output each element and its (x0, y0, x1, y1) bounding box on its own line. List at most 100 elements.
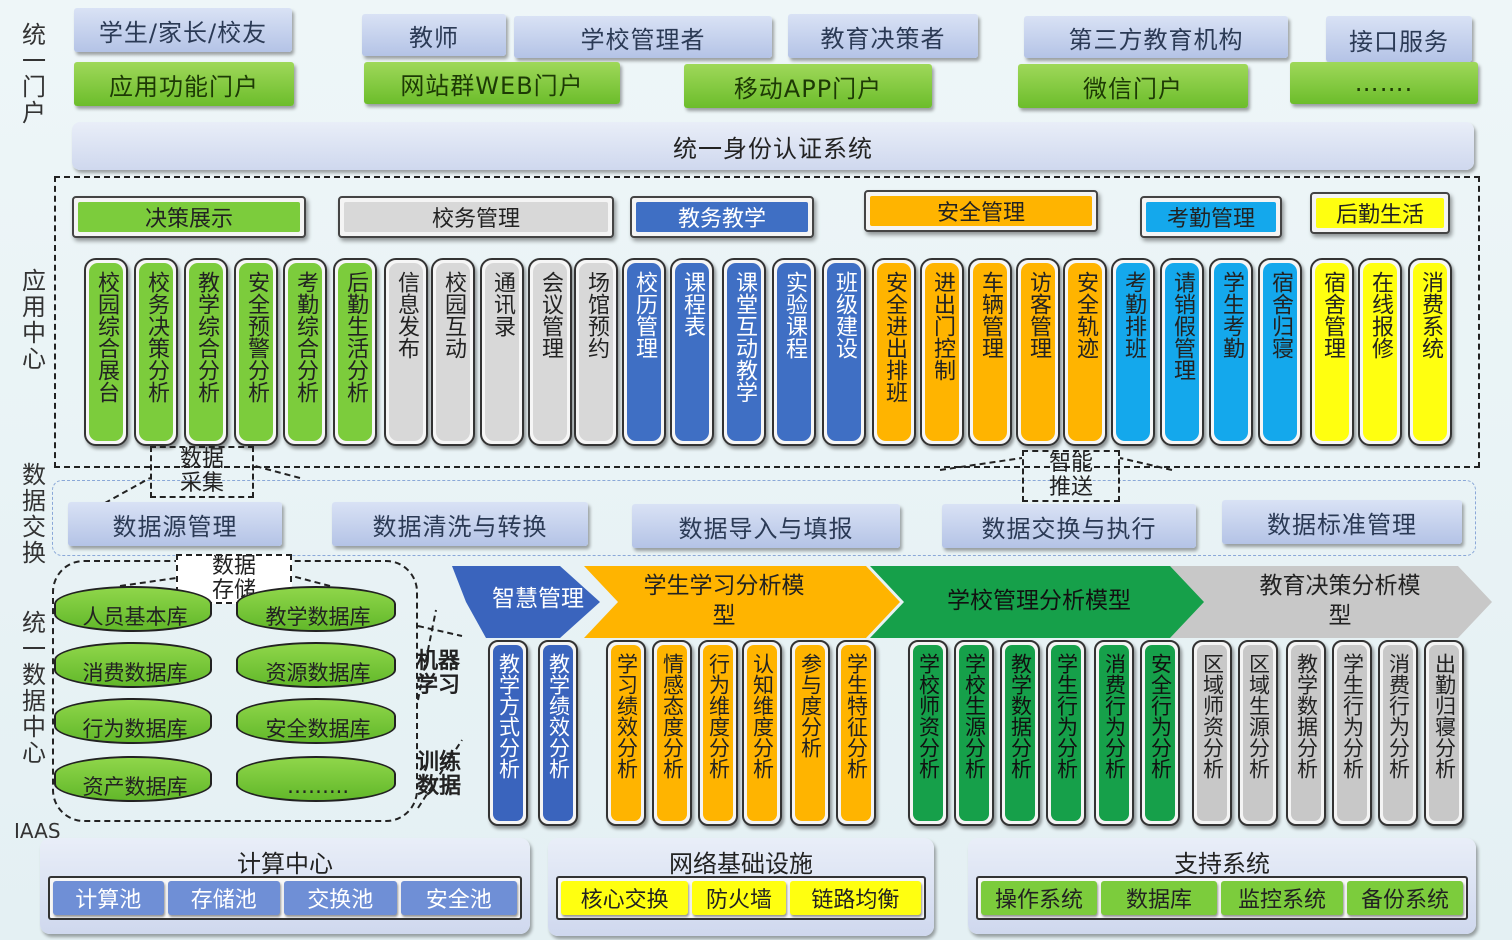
model-item-2-3[interactable]: 行为维度分析 (698, 640, 738, 826)
app-column-13[interactable]: 课程表 (670, 258, 714, 446)
model-item-label: 学校生源分析 (959, 645, 989, 821)
database-6[interactable]: 安全数据库 (236, 698, 396, 744)
portal-channel-app[interactable]: 应用功能门户 (74, 62, 294, 106)
model-arrow-3[interactable] (870, 566, 1212, 638)
model-arrow-1[interactable] (452, 566, 600, 638)
portal-channel-web[interactable]: 网站群WEB门户 (364, 62, 620, 104)
app-column-26[interactable]: 宿舍管理 (1310, 258, 1354, 446)
database-2[interactable]: 教学数据库 (236, 586, 396, 632)
model-item-4-4[interactable]: 学生行为分析 (1332, 640, 1372, 826)
app-column-1[interactable]: 校园综合展台 (84, 258, 128, 446)
app-column-28[interactable]: 消费系统 (1408, 258, 1452, 446)
model-item-4-1[interactable]: 区域师资分析 (1192, 640, 1232, 826)
app-column-5[interactable]: 考勤综合分析 (283, 258, 327, 446)
exchange-source-mgmt[interactable]: 数据源管理 (68, 502, 282, 546)
app-column-17[interactable]: 安全进出排班 (872, 258, 916, 446)
app-column-7[interactable]: 信息发布 (384, 258, 428, 446)
app-column-6[interactable]: 后勤生活分析 (333, 258, 377, 446)
app-column-23[interactable]: 请销假管理 (1160, 258, 1204, 446)
app-column-4[interactable]: 安全预警分析 (234, 258, 278, 446)
model-arrow-2[interactable] (584, 566, 900, 638)
model-item-3-6[interactable]: 安全行为分析 (1140, 640, 1180, 826)
model-item-2-2[interactable]: 情感态度分析 (652, 640, 692, 826)
app-column-10[interactable]: 会议管理 (528, 258, 572, 446)
model-item-3-5[interactable]: 消费行为分析 (1094, 640, 1134, 826)
iaas-group-2[interactable]: 网络基础设施核心交换防火墙链路均衡 (548, 838, 934, 936)
iaas-item-3-3[interactable]: 监控系统 (1221, 881, 1343, 915)
model-arrow-4[interactable] (1170, 566, 1492, 638)
app-category-3[interactable]: 教务教学 (630, 196, 814, 238)
database-8[interactable]: ……... (236, 756, 396, 802)
iaas-item-3-4[interactable]: 备份系统 (1347, 881, 1463, 915)
app-category-6[interactable]: 后勤生活 (1310, 192, 1450, 234)
app-category-4[interactable]: 安全管理 (864, 190, 1098, 232)
iaas-item-1-2[interactable]: 存储池 (167, 881, 280, 915)
app-column-22[interactable]: 考勤排班 (1111, 258, 1155, 446)
app-column-27[interactable]: 在线报修 (1358, 258, 1402, 446)
model-item-2-6[interactable]: 学生特征分析 (836, 640, 876, 826)
iaas-item-1-1[interactable]: 计算池 (53, 881, 164, 915)
app-column-3[interactable]: 教学综合分析 (184, 258, 228, 446)
exchange-cleaning[interactable]: 数据清洗与转换 (332, 502, 588, 546)
portal-channel-wechat[interactable]: 微信门户 (1018, 64, 1248, 108)
app-column-16[interactable]: 班级建设 (822, 258, 866, 446)
unified-auth-system[interactable]: 统一身份认证系统 (72, 122, 1474, 170)
app-column-25[interactable]: 宿舍归寝 (1258, 258, 1302, 446)
model-item-2-5[interactable]: 参与度分析 (790, 640, 830, 826)
app-category-2[interactable]: 校务管理 (338, 196, 614, 238)
app-column-2[interactable]: 校务决策分析 (134, 258, 178, 446)
app-column-21[interactable]: 安全轨迹 (1063, 258, 1107, 446)
database-3[interactable]: 消费数据库 (54, 642, 212, 688)
database-5[interactable]: 行为数据库 (54, 698, 212, 744)
portal-user-third-party[interactable]: 第三方教育机构 (1024, 16, 1288, 58)
app-column-18[interactable]: 进出门控制 (920, 258, 964, 446)
exchange-standards[interactable]: 数据标准管理 (1222, 500, 1462, 544)
app-column-14[interactable]: 课堂互动教学 (722, 258, 766, 446)
app-column-11[interactable]: 场馆预约 (574, 258, 618, 446)
iaas-group-1[interactable]: 计算中心计算池存储池交换池安全池 (40, 838, 530, 934)
app-column-19[interactable]: 车辆管理 (968, 258, 1012, 446)
portal-user-edu-decision[interactable]: 教育决策者 (788, 14, 978, 58)
app-column-label: 安全进出排班 (877, 263, 911, 441)
portal-user-students[interactable]: 学生/家长/校友 (74, 8, 292, 52)
model-item-1-1[interactable]: 教学方式分析 (488, 640, 528, 826)
database-1[interactable]: 人员基本库 (54, 586, 212, 632)
model-item-2-1[interactable]: 学习绩效分析 (606, 640, 646, 826)
iaas-item-3-2[interactable]: 数据库 (1101, 881, 1217, 915)
iaas-item-1-3[interactable]: 交换池 (284, 881, 397, 915)
exchange-execute[interactable]: 数据交换与执行 (942, 504, 1196, 548)
app-column-9[interactable]: 通讯录 (480, 258, 524, 446)
iaas-item-1-4[interactable]: 安全池 (400, 881, 517, 915)
portal-user-teachers[interactable]: 教师 (362, 14, 506, 56)
model-item-2-4[interactable]: 认知维度分析 (742, 640, 782, 826)
iaas-item-2-2[interactable]: 防火墙 (692, 881, 786, 915)
model-item-3-1[interactable]: 学校师资分析 (908, 640, 948, 826)
database-7[interactable]: 资产数据库 (54, 756, 212, 802)
side-label-portal: 统一门户 (22, 21, 46, 127)
app-column-12[interactable]: 校历管理 (622, 258, 666, 446)
portal-channel-more[interactable]: ……. (1290, 62, 1478, 104)
iaas-item-2-1[interactable]: 核心交换 (561, 881, 689, 915)
model-item-4-5[interactable]: 消费行为分析 (1378, 640, 1418, 826)
model-item-3-4[interactable]: 学生行为分析 (1046, 640, 1086, 826)
database-4[interactable]: 资源数据库 (236, 642, 396, 688)
model-item-1-2[interactable]: 教学绩效分析 (538, 640, 578, 826)
app-column-15[interactable]: 实验课程 (772, 258, 816, 446)
exchange-import[interactable]: 数据导入与填报 (632, 504, 900, 548)
model-item-4-3[interactable]: 教学数据分析 (1286, 640, 1326, 826)
app-category-1[interactable]: 决策展示 (72, 196, 306, 238)
portal-user-api[interactable]: 接口服务 (1326, 16, 1472, 62)
app-column-8[interactable]: 校园互动 (431, 258, 475, 446)
app-category-5[interactable]: 考勤管理 (1140, 196, 1282, 238)
iaas-item-3-1[interactable]: 操作系统 (981, 881, 1097, 915)
iaas-group-3[interactable]: 支持系统操作系统数据库监控系统备份系统 (968, 838, 1476, 934)
model-item-3-2[interactable]: 学校生源分析 (954, 640, 994, 826)
model-item-4-2[interactable]: 区域生源分析 (1238, 640, 1278, 826)
portal-user-school-admin[interactable]: 学校管理者 (514, 16, 772, 58)
app-column-20[interactable]: 访客管理 (1016, 258, 1060, 446)
app-column-24[interactable]: 学生考勤 (1209, 258, 1253, 446)
iaas-item-2-3[interactable]: 链路均衡 (789, 881, 921, 915)
model-item-3-3[interactable]: 教学数据分析 (1000, 640, 1040, 826)
portal-channel-mobile[interactable]: 移动APP门户 (684, 64, 932, 108)
model-item-4-6[interactable]: 出勤归寝分析 (1424, 640, 1464, 826)
